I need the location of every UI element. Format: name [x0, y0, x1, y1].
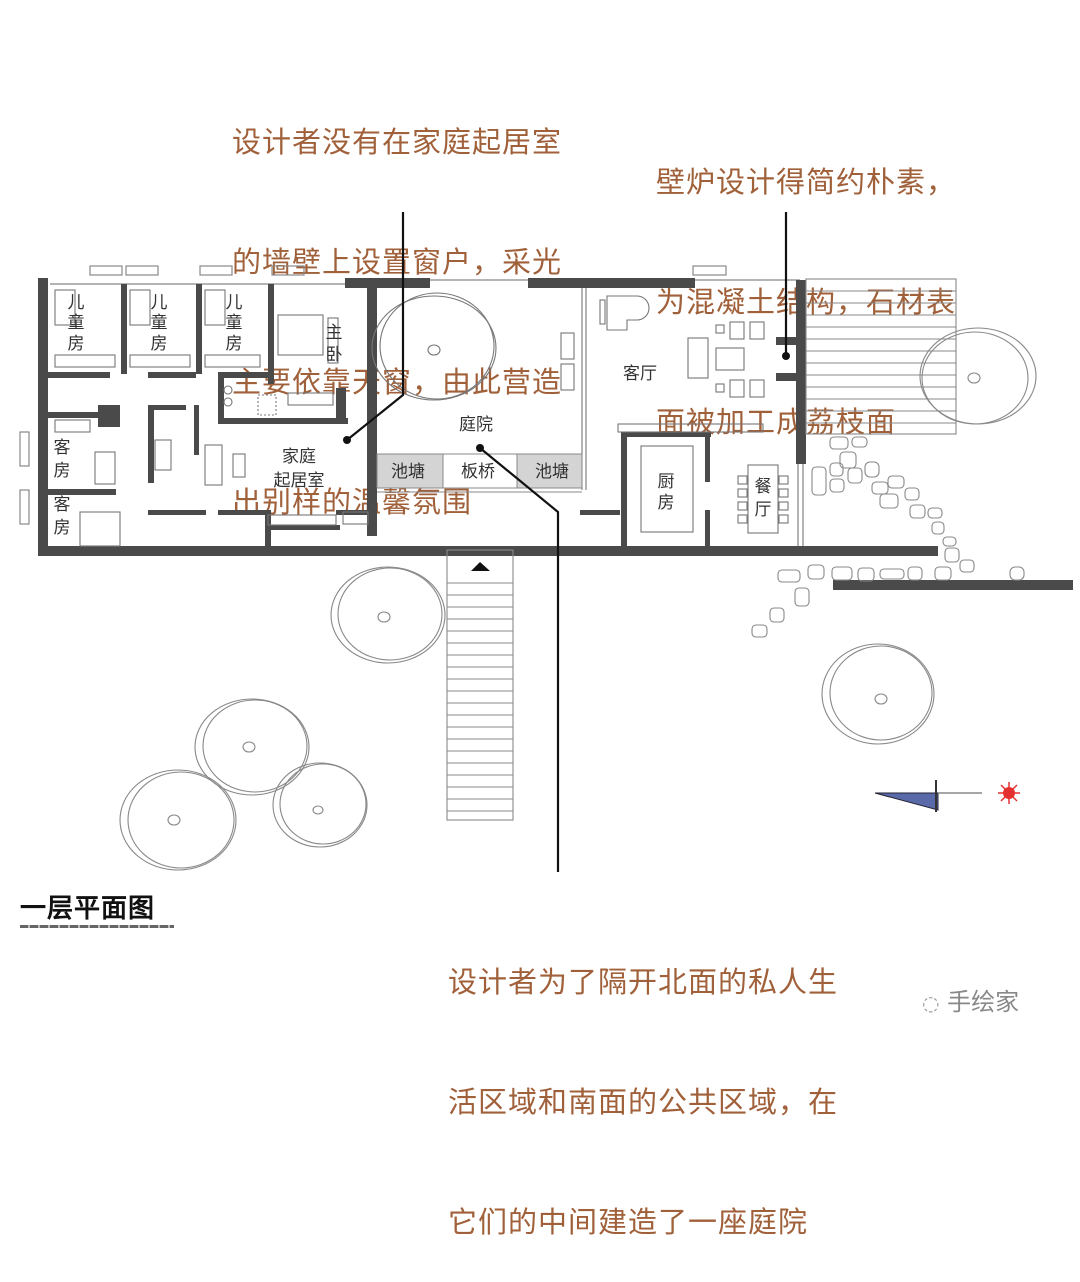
label-pond-right: 池塘	[535, 462, 569, 482]
svg-text:房: 房	[658, 493, 675, 513]
svg-text:房: 房	[54, 461, 71, 481]
label-guest-room-1: 客	[54, 438, 71, 458]
floor-plan: 儿 童 房 儿 童 房 儿 童 房 主 卧 客 房 客 房 家庭 起居室 庭院 …	[19, 212, 1073, 872]
leader-lines	[346, 212, 788, 872]
svg-text:卧: 卧	[326, 345, 343, 365]
svg-text:房: 房	[226, 334, 243, 354]
watermark: ◌ 手绘家	[922, 982, 1019, 1017]
leader-dots	[343, 352, 790, 452]
pond-bridge	[376, 453, 583, 493]
room-labels: 儿 童 房 儿 童 房 儿 童 房 主 卧 客 房 客 房 家庭 起居室 庭院 …	[54, 293, 772, 538]
note-line: 的墙壁上设置窗户，采光	[232, 245, 563, 279]
note-line: 活区域和南面的公共区域，在	[448, 1085, 839, 1119]
stepping-stones	[751, 436, 1025, 638]
svg-text:童: 童	[68, 313, 85, 333]
svg-text:厅: 厅	[755, 500, 772, 520]
entry-arrow-icon	[471, 562, 490, 571]
trees	[119, 566, 935, 871]
title-underline	[20, 925, 174, 928]
note-line: 它们的中间建造了一座庭院	[448, 1205, 809, 1239]
label-kids-room-3: 儿	[226, 293, 243, 313]
svg-text:房: 房	[54, 518, 71, 538]
svg-text:房: 房	[68, 334, 85, 354]
wechat-icon: ◌	[922, 991, 940, 1015]
label-courtyard: 庭院	[459, 415, 493, 435]
sun-icon	[998, 782, 1020, 804]
label-plank-bridge: 板桥	[461, 462, 495, 482]
label-kids-room-1: 儿	[68, 293, 85, 313]
note-line: 壁炉设计得简约朴素，	[656, 165, 957, 199]
label-pond-left: 池塘	[391, 462, 425, 482]
family-room-annotation: 设计者没有在家庭起居室 的墙壁上设置窗户，采光 主要依靠天窗，由此营造 出别样的…	[232, 42, 562, 562]
svg-text:童: 童	[151, 313, 168, 333]
svg-text:童: 童	[226, 313, 243, 333]
label-master-bedroom: 主	[326, 323, 343, 343]
label-dining-room: 餐	[755, 477, 772, 497]
walls	[38, 278, 1073, 590]
drawing-title: 一层平面图	[20, 894, 156, 924]
label-guest-room-2: 客	[54, 495, 71, 515]
note-line: 设计者为了隔开北面的私人生	[448, 965, 839, 999]
note-line: 设计者没有在家庭起居室	[232, 125, 563, 159]
label-living-room: 客厅	[623, 364, 657, 384]
svg-text:房: 房	[151, 334, 168, 354]
label-kitchen: 厨	[658, 472, 675, 492]
deck	[805, 278, 1037, 435]
entry-stairs	[446, 549, 514, 821]
watermark-text: 手绘家	[947, 988, 1020, 1016]
note-line: 主要依靠天窗，由此营造	[232, 365, 563, 399]
label-kids-room-2: 儿	[151, 293, 168, 313]
north-arrow-icon	[874, 780, 982, 812]
svg-text:起居室: 起居室	[274, 471, 325, 491]
label-family-room: 家庭	[282, 447, 316, 467]
